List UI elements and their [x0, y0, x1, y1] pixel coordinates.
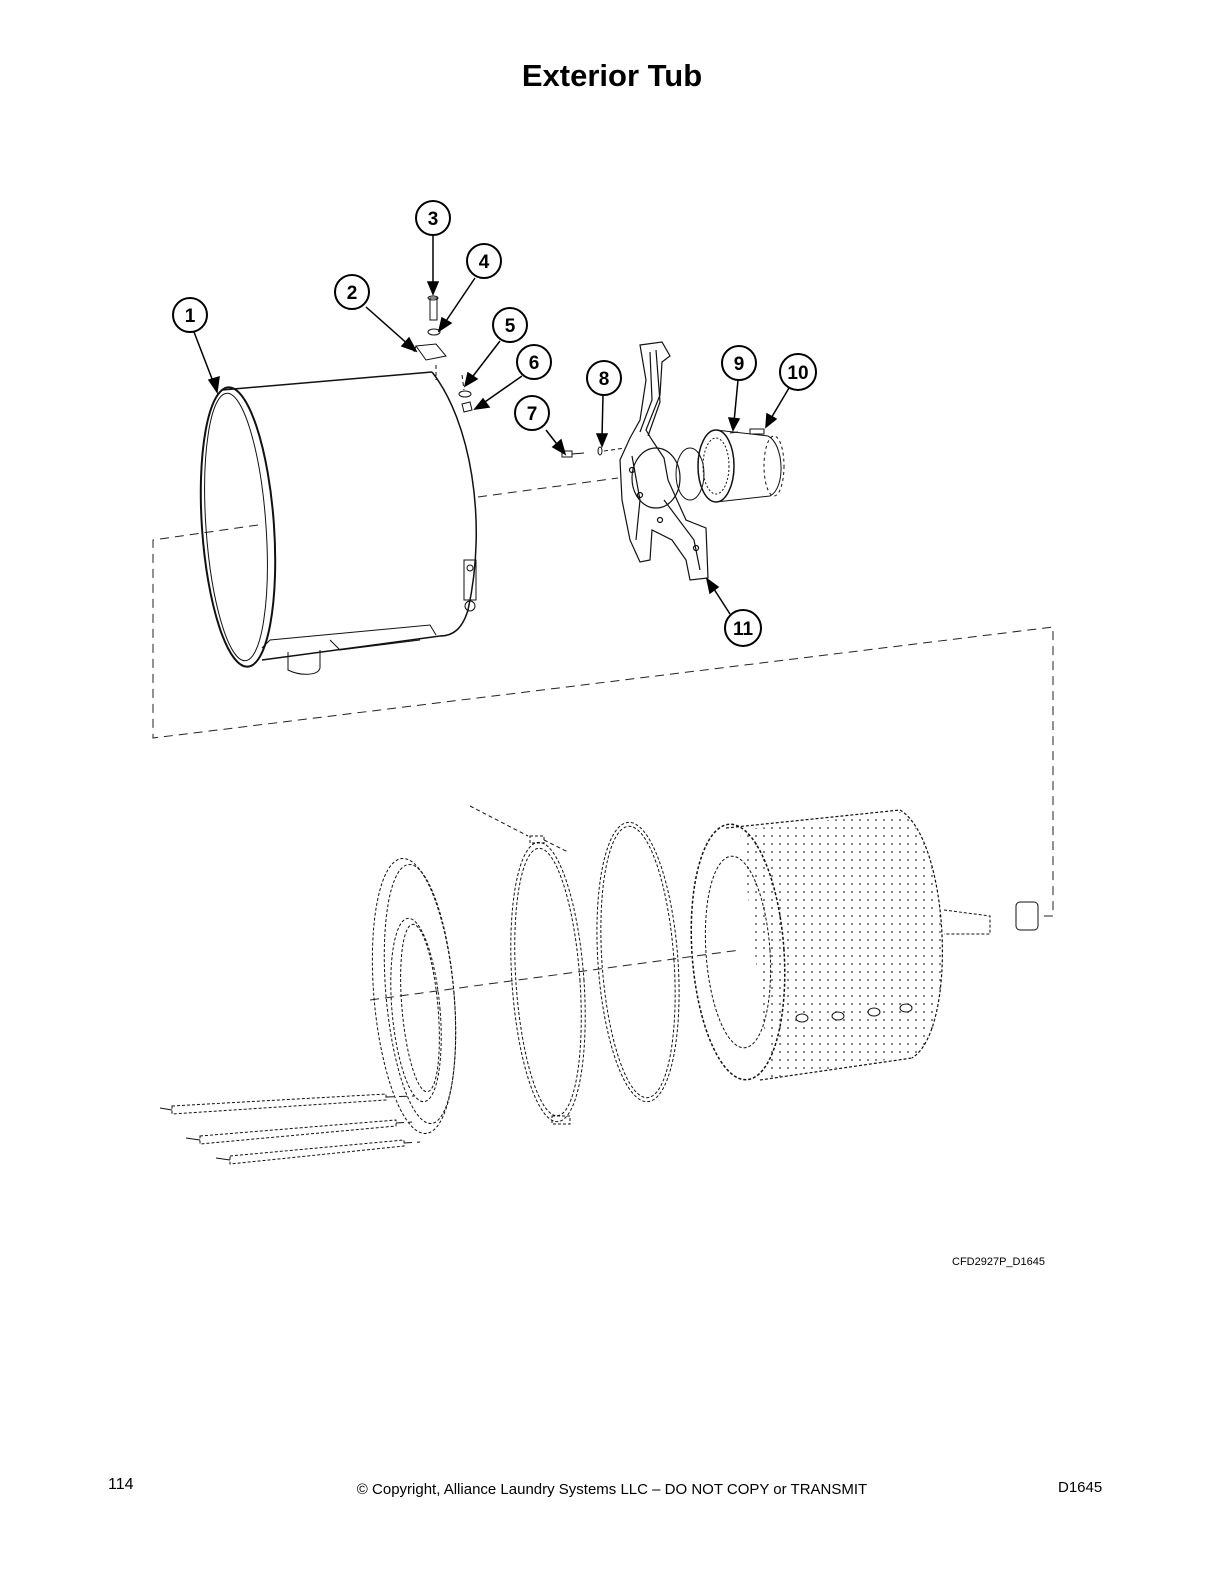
svg-text:7: 7 [527, 404, 538, 425]
bearing-bolt [561, 446, 626, 458]
svg-text:9: 9 [734, 354, 745, 375]
page-title: Exterior Tub [521, 58, 703, 93]
callout-4: 4 [466, 243, 502, 279]
callout-6: 6 [516, 344, 552, 380]
heating-elements [159, 1093, 421, 1165]
drawing-id: CFD2927P_D1645 [952, 1256, 1045, 1268]
callout-10: 10 [779, 353, 817, 391]
callout-11: 11 [724, 609, 762, 647]
callouts: 1 2 3 4 5 6 7 8 [172, 200, 817, 647]
copyright-notice: © Copyright, Alliance Laundry Systems LL… [356, 1481, 868, 1498]
bracket-hardware [413, 295, 473, 413]
svg-text:11: 11 [733, 619, 754, 640]
tub-gasket [596, 821, 680, 1103]
door-clamp-band [469, 805, 586, 1125]
bearing-cartridge [675, 428, 785, 503]
callout-7: 7 [514, 395, 550, 431]
callout-3: 3 [415, 200, 451, 236]
callout-5: 5 [492, 307, 528, 343]
front-tub-cover [371, 857, 457, 1135]
callout-9: 9 [721, 345, 757, 381]
svg-text:2: 2 [347, 283, 358, 304]
svg-text:6: 6 [529, 353, 540, 374]
svg-text:4: 4 [479, 252, 490, 273]
inner-basket [690, 809, 1039, 1081]
page-number: 114 [108, 1476, 134, 1493]
svg-text:3: 3 [428, 209, 439, 230]
svg-text:5: 5 [505, 316, 516, 337]
document-code: D1645 [1058, 1479, 1103, 1496]
svg-text:10: 10 [787, 363, 808, 384]
callout-2: 2 [334, 274, 370, 310]
svg-text:1: 1 [185, 306, 196, 327]
bearing-housing-spider [619, 341, 709, 581]
callout-leaders [193, 235, 790, 615]
outer-tub-shell [199, 371, 477, 675]
callout-1: 1 [172, 297, 208, 333]
callout-8: 8 [586, 360, 622, 396]
svg-text:8: 8 [599, 369, 610, 390]
assembly-guide-lines [152, 477, 1054, 1001]
